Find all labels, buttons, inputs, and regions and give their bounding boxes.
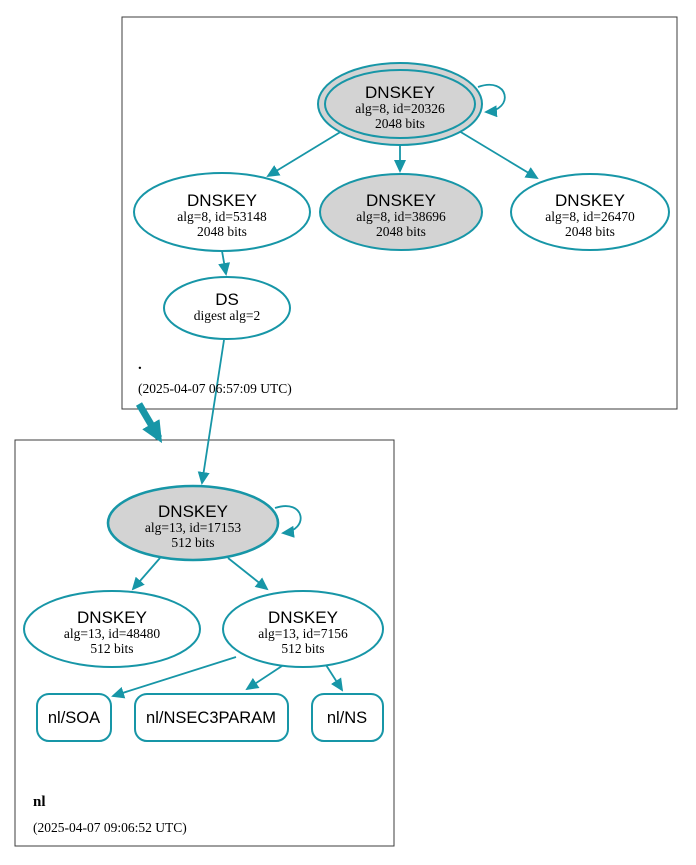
node-alg-id: alg=8, id=26470 [545,209,635,224]
edge-zsk-to-rrset-ns [325,664,344,692]
edge-ds-to-nl-ksk [197,339,225,485]
edge-root-to-nl-delegation [135,402,163,444]
node-title: DNSKEY [77,608,147,627]
node-nl-ksk-dnskey-17153[interactable]: DNSKEY alg=13, id=17153 512 bits [106,484,280,562]
node-alg-id: alg=8, id=53148 [177,209,267,224]
node-bits: 2048 bits [565,224,615,239]
node-bits: 2048 bits [375,116,425,131]
node-title: DNSKEY [366,191,436,210]
edge-root-ksk-self-loop [477,84,506,118]
node-title: DNSKEY [268,608,338,627]
node-digest: digest alg=2 [194,308,260,323]
cluster-root-timestamp: (2025-04-07 06:57:09 UTC) [138,381,292,396]
node-title: DNSKEY [365,83,435,102]
node-rrset-nl-nsec3param[interactable]: nl/NSEC3PARAM [134,693,289,742]
node-root-dnskey-53148[interactable]: DNSKEY alg=8, id=53148 2048 bits [133,172,311,252]
rrset-label: nl/NS [327,709,367,727]
cluster-nl-label: nl [33,794,46,810]
node-root-dnskey-26470[interactable]: DNSKEY alg=8, id=26470 2048 bits [510,173,670,251]
node-bits: 512 bits [171,535,214,550]
rrset-box[interactable] [311,693,384,742]
edge-zsk-to-rrset-soa [111,656,237,699]
node-title: DNSKEY [555,191,625,210]
node-ellipse[interactable] [133,172,311,252]
node-root-ds[interactable]: DS digest alg=2 [163,276,291,340]
node-ellipse[interactable] [23,590,201,668]
node-nl-dnskey-48480[interactable]: DNSKEY alg=13, id=48480 512 bits [23,590,201,668]
rrset-label: nl/NSEC3PARAM [146,709,276,727]
edge-root-ksk-to-zsk-left [266,130,343,178]
node-ellipse[interactable] [319,173,483,251]
node-alg-id: alg=13, id=48480 [64,626,160,641]
edge-root-ksk-to-zsk-right [458,130,539,180]
node-root-ksk-dnskey-20326[interactable]: DNSKEY alg=8, id=20326 2048 bits [317,62,483,146]
rrset-label: nl/SOA [48,709,100,727]
node-bits: 512 bits [281,641,324,656]
node-alg-id: alg=13, id=7156 [258,626,348,641]
edge-nl-ksk-to-zsk-right [227,557,269,591]
edge-zsk-to-rrset-nsec3param [245,663,286,691]
node-inner-ellipse [324,69,476,139]
node-nl-dnskey-7156[interactable]: DNSKEY alg=13, id=7156 512 bits [222,590,384,668]
node-ellipse[interactable] [222,590,384,668]
rrset-box[interactable] [134,693,289,742]
node-ellipse[interactable] [106,484,280,562]
cluster-root-border [121,16,678,410]
node-bits: 2048 bits [197,224,247,239]
node-alg-id: alg=13, id=17153 [145,520,241,535]
node-rrset-nl-ns[interactable]: nl/NS [311,693,384,742]
edge-nl-ksk-to-zsk-left [131,557,161,591]
edge-nl-ksk-self-loop [274,505,302,538]
cluster-nl-timestamp: (2025-04-07 09:06:52 UTC) [33,820,187,835]
node-title: DNSKEY [158,502,228,521]
node-root-dnskey-38696[interactable]: DNSKEY alg=8, id=38696 2048 bits [319,173,483,251]
node-ellipse[interactable] [510,173,670,251]
node-bits: 2048 bits [376,224,426,239]
node-alg-id: alg=8, id=38696 [356,209,446,224]
node-outer-ellipse[interactable] [317,62,483,146]
node-ellipse[interactable] [163,276,291,340]
node-rrset-nl-soa[interactable]: nl/SOA [36,693,112,742]
cluster-root-label: . [138,357,142,373]
node-bits: 512 bits [90,641,133,656]
edge-zsk-left-to-ds [218,250,231,276]
node-title: DNSKEY [187,191,257,210]
cluster-nl-border [14,439,395,847]
rrset-box[interactable] [36,693,112,742]
node-title: DS [215,290,239,309]
node-alg-id: alg=8, id=20326 [355,101,445,116]
